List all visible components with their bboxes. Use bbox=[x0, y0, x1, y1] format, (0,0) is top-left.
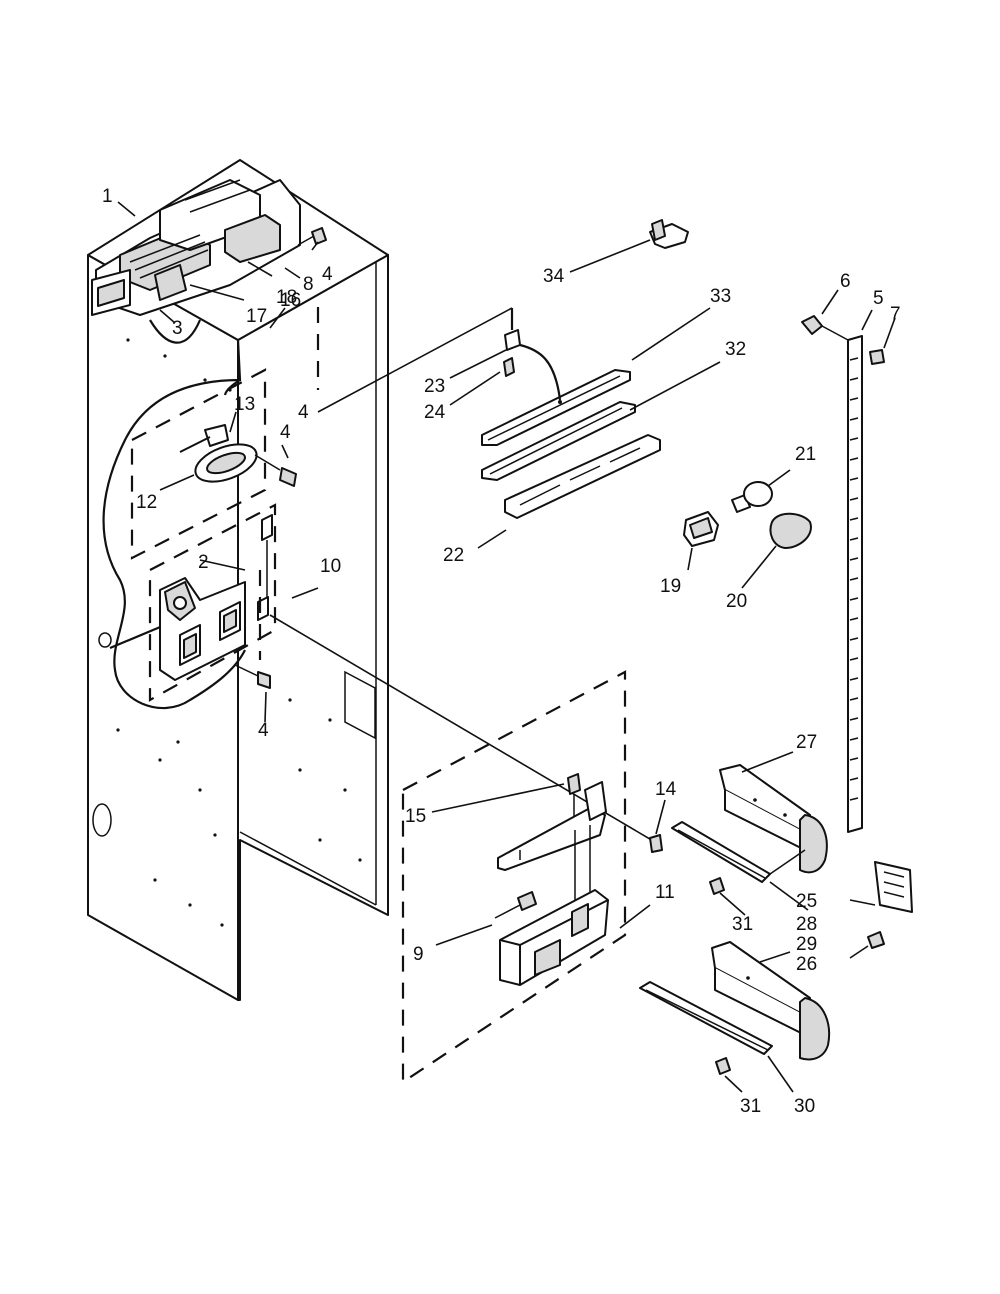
callout-20: 20 bbox=[726, 591, 747, 612]
crisper-cover-29 bbox=[711, 941, 831, 1061]
screw-31-upper bbox=[709, 877, 725, 895]
sensor-cover-12 bbox=[194, 443, 281, 483]
callout-10: 10 bbox=[320, 556, 341, 577]
callout-7: 7 bbox=[890, 304, 901, 325]
sensor-group-outline bbox=[130, 368, 267, 560]
shelf-rail-5 bbox=[847, 335, 863, 833]
crisper-cover-27 bbox=[719, 764, 828, 874]
callout-22: 22 bbox=[443, 545, 464, 566]
sensor-9 bbox=[494, 891, 537, 919]
screw-31-lower bbox=[715, 1057, 731, 1075]
callout-32: 32 bbox=[725, 339, 746, 360]
socket-23 bbox=[504, 308, 562, 401]
callout-4-bottom: 4 bbox=[258, 720, 269, 741]
callout-21: 21 bbox=[795, 444, 816, 465]
callout-28: 28 bbox=[796, 914, 817, 935]
callout-18: 18 bbox=[276, 287, 297, 308]
callout-4-mid: 4 bbox=[298, 402, 309, 423]
screw-7 bbox=[869, 349, 885, 365]
thermistor-13 bbox=[179, 424, 229, 453]
callout-30: 30 bbox=[794, 1096, 815, 1117]
light-shield-32 bbox=[481, 401, 636, 481]
screw-14 bbox=[649, 834, 663, 853]
callout-13: 13 bbox=[234, 394, 255, 415]
screw-4-sensor bbox=[279, 467, 297, 487]
callout-labels: 1 2 3 4 4 4 4 5 6 7 8 9 10 11 12 13 14 1… bbox=[102, 186, 901, 1117]
screw-26 bbox=[867, 931, 885, 949]
callout-24: 24 bbox=[424, 402, 446, 423]
label-25 bbox=[874, 861, 913, 913]
screw-4-control bbox=[234, 664, 271, 689]
socket-19 bbox=[683, 511, 719, 547]
callout-26: 26 bbox=[796, 954, 817, 975]
callout-31-upper: 31 bbox=[732, 914, 753, 935]
callout-12: 12 bbox=[136, 492, 157, 513]
screw-24 bbox=[503, 357, 515, 377]
slide-rail-28 bbox=[671, 821, 806, 883]
bin-11 bbox=[499, 889, 609, 986]
callout-14: 14 bbox=[655, 779, 677, 800]
control-group-outline bbox=[148, 503, 277, 702]
callout-31-lower: 31 bbox=[740, 1096, 761, 1117]
callout-8: 8 bbox=[303, 274, 314, 295]
callout-6: 6 bbox=[840, 271, 851, 292]
callout-2: 2 bbox=[198, 552, 209, 573]
control-housing bbox=[91, 179, 301, 344]
callout-4-sensor: 4 bbox=[280, 422, 291, 443]
callout-11: 11 bbox=[655, 882, 675, 903]
screw-4-top bbox=[297, 227, 327, 246]
callout-9: 9 bbox=[413, 944, 424, 965]
callout-5: 5 bbox=[873, 288, 884, 309]
bulb-21 bbox=[731, 481, 773, 513]
callout-16: 16 bbox=[280, 290, 301, 311]
callout-34: 34 bbox=[543, 266, 565, 287]
callout-1: 1 bbox=[102, 186, 113, 207]
control-bracket-2 bbox=[159, 577, 246, 681]
spacer-6 bbox=[801, 315, 849, 341]
bottom-group-outline bbox=[401, 670, 627, 1085]
callout-25: 25 bbox=[796, 891, 817, 912]
lens-20 bbox=[769, 512, 812, 549]
rail-slots bbox=[849, 357, 859, 801]
liner-dots bbox=[116, 338, 362, 927]
callout-17: 17 bbox=[246, 306, 267, 327]
callout-3: 3 bbox=[172, 318, 183, 339]
clip-34 bbox=[649, 219, 689, 249]
light-housing-33 bbox=[481, 369, 631, 446]
bracket-assembly bbox=[497, 781, 607, 900]
light-panel-22 bbox=[504, 434, 661, 519]
callout-23: 23 bbox=[424, 376, 445, 397]
callout-19: 19 bbox=[660, 576, 681, 597]
callout-27: 27 bbox=[796, 732, 817, 753]
callout-15: 15 bbox=[405, 806, 426, 827]
callout-4-top: 4 bbox=[322, 264, 333, 285]
slide-rail-30 bbox=[639, 981, 773, 1055]
leader-lines bbox=[117, 201, 896, 1093]
callout-33: 33 bbox=[710, 286, 731, 307]
callout-29: 29 bbox=[796, 934, 817, 955]
